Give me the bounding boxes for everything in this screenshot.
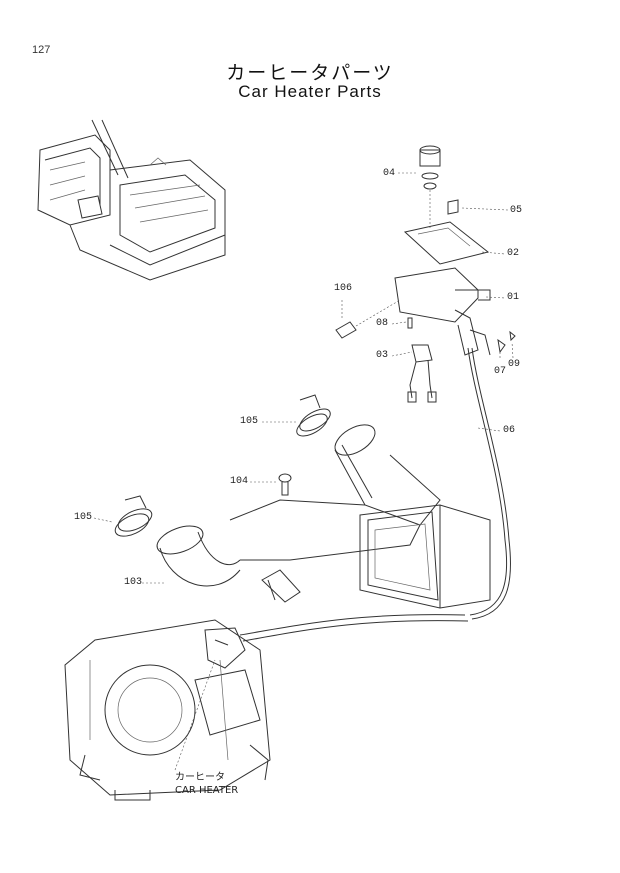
car-heater-unit [64, 614, 469, 801]
page-number: 127 [32, 44, 51, 56]
excavator-overview [37, 119, 226, 281]
callout-106: 106 [334, 283, 353, 294]
callout-09: 09 [508, 359, 521, 370]
callout-104: 104 [230, 476, 249, 487]
callout-01: 01 [507, 292, 520, 303]
callout-07: 07 [494, 366, 507, 377]
callout-04: 04 [383, 168, 396, 179]
title-japanese: カーヒータパーツ [226, 62, 394, 84]
control-panel-assembly [335, 145, 516, 620]
title-english: Car Heater Parts [238, 82, 382, 101]
callout-03: 03 [376, 350, 389, 361]
leader-lines [93, 172, 514, 771]
caption-japanese: カーヒータ [175, 772, 225, 783]
callout-06: 06 [503, 425, 516, 436]
callout-05: 05 [510, 205, 523, 216]
duct-hose-assembly [114, 394, 491, 609]
callout-105-upper: 105 [240, 416, 259, 427]
callout-08: 08 [376, 318, 389, 329]
callout-02: 02 [507, 248, 520, 259]
callout-103: 103 [124, 577, 143, 588]
callout-105-lower: 105 [74, 512, 93, 523]
caption-english: CAR HEATER [175, 785, 239, 796]
